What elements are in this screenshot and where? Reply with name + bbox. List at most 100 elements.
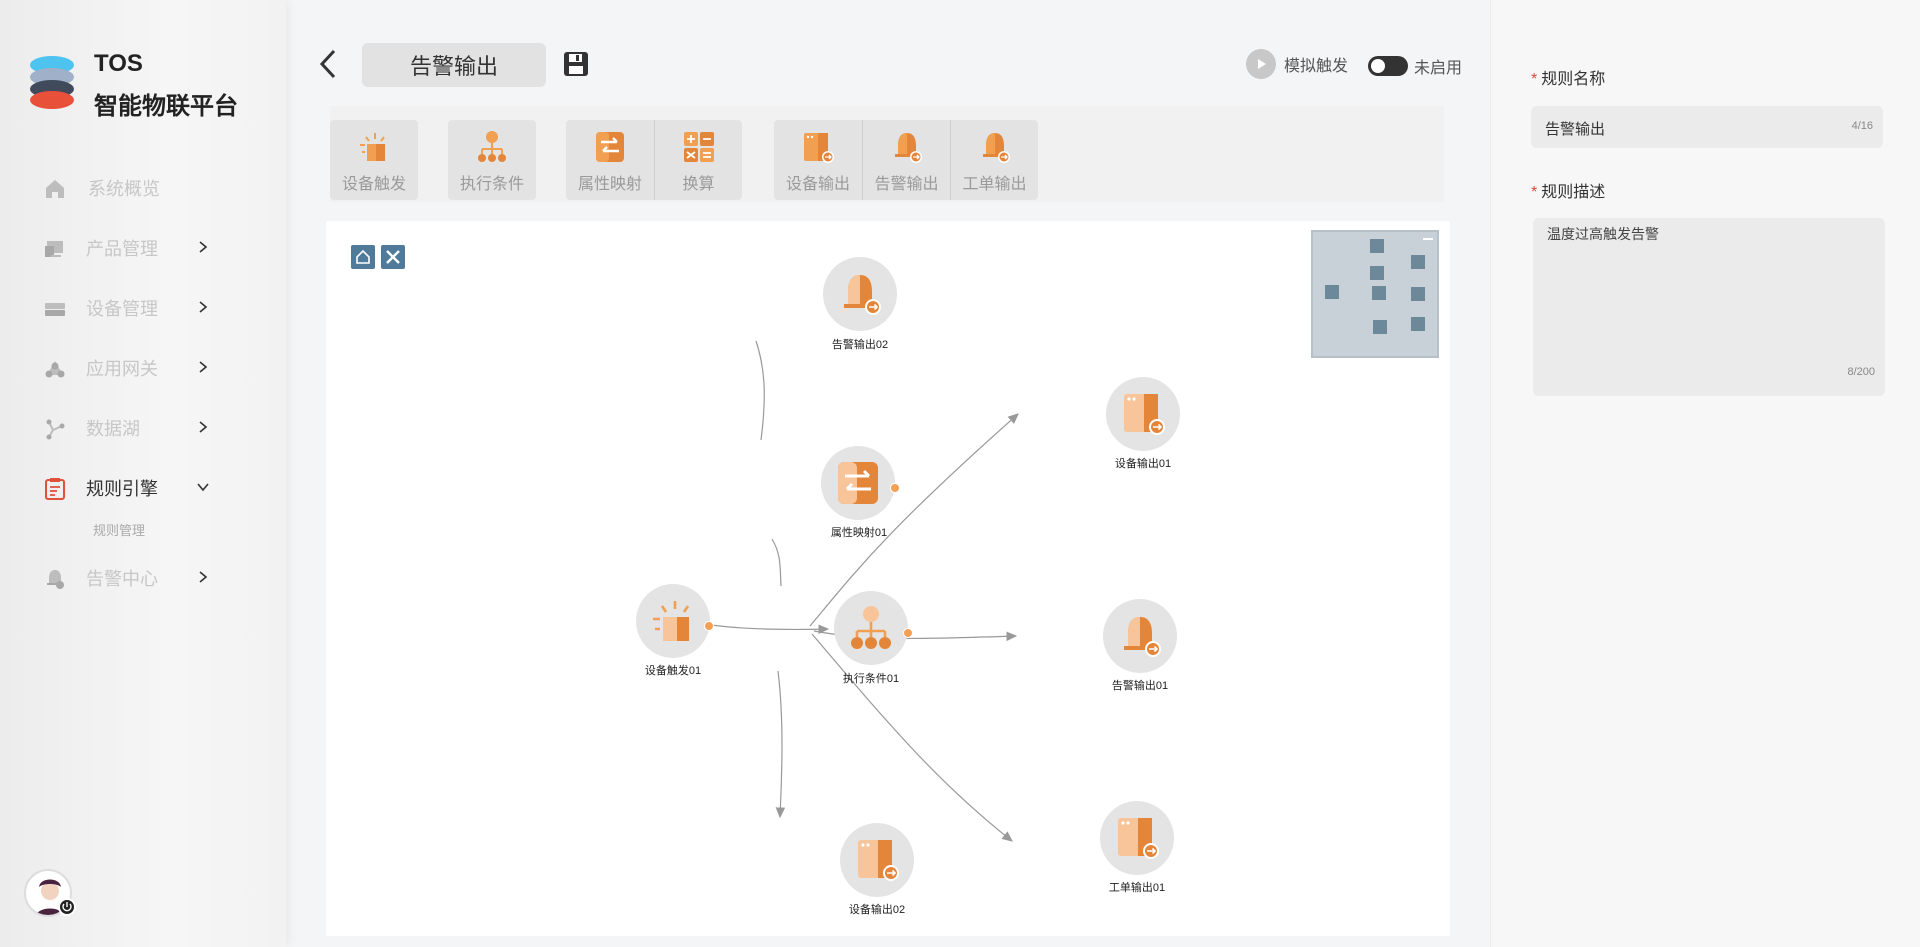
- play-icon: [1246, 49, 1276, 79]
- node-label: 执行条件01: [842, 673, 900, 685]
- sidebar-item-label: 告警中心: [86, 569, 158, 589]
- node-attribute-mapping-01[interactable]: [821, 446, 895, 520]
- minimap-node: [1372, 286, 1386, 300]
- toolbar-device-output-button[interactable]: 设备输出: [774, 120, 862, 200]
- toolbar-label: 换算: [682, 176, 715, 193]
- chevron-right-icon: [199, 361, 208, 373]
- edge-condition-to-devout02: [775, 670, 786, 819]
- node-alarm-output-02[interactable]: [823, 257, 897, 331]
- rule-description-textarea[interactable]: 温度过高触发告警 8/200: [1533, 218, 1885, 396]
- condition-icon: [478, 131, 506, 162]
- device-output-icon: [804, 133, 834, 163]
- sidebar-item-gateway[interactable]: 应用网关: [0, 350, 286, 386]
- rule-description-counter: 8/200: [1847, 366, 1875, 378]
- sidebar-item-label: 产品管理: [86, 239, 158, 259]
- flow-canvas[interactable]: 告警输出02 属性映射01 设备触发01 执行条件01 设备输出01 告警输出0…: [326, 221, 1450, 936]
- minimap-node: [1373, 320, 1387, 334]
- minimap-node: [1370, 266, 1384, 280]
- ticket-output-icon: [1118, 818, 1159, 859]
- node-label: 设备输出02: [848, 904, 906, 916]
- node-label: 告警输出02: [831, 339, 889, 351]
- chevron-right-icon: [199, 421, 208, 433]
- alarm-icon: [47, 570, 64, 589]
- canvas-clear-button[interactable]: [381, 245, 405, 269]
- node-device-output-02[interactable]: [840, 823, 914, 897]
- edge-condition-to-devout01: [809, 413, 1019, 627]
- ticket-output-icon: [982, 133, 1010, 163]
- simulate-trigger-button[interactable]: 模拟触发: [1246, 49, 1348, 79]
- node-output-port[interactable]: [890, 483, 900, 493]
- node-alarm-output-01[interactable]: [1103, 599, 1177, 673]
- minimap-minimize-icon[interactable]: [1423, 238, 1433, 240]
- chevron-right-icon: [199, 571, 208, 583]
- minimap[interactable]: [1311, 230, 1439, 358]
- close-icon: [386, 250, 400, 264]
- attribute-mapping-icon: [838, 462, 878, 504]
- toolbar-label: 属性映射: [577, 176, 642, 193]
- alarm-output-icon: [894, 133, 922, 163]
- toolbar-group-condition: 执行条件: [448, 120, 536, 200]
- toolbar-alarm-output-button[interactable]: 告警输出: [862, 120, 950, 200]
- power-icon[interactable]: [58, 898, 76, 916]
- chevron-right-icon: [199, 241, 208, 253]
- toolbar-group-output: 设备输出 告警输出 工单输出: [774, 120, 1038, 200]
- rule-name-label-wrap: *规则名称: [1531, 65, 1605, 89]
- sidebar-item-overview[interactable]: 系统概览: [0, 170, 286, 206]
- edge-condition-to-ticket01: [811, 633, 1013, 842]
- rule-desc-label-wrap: *规则描述: [1531, 178, 1605, 202]
- sidebar-item-rule-engine[interactable]: 规则引擎: [0, 470, 286, 506]
- node-device-output-01[interactable]: [1106, 377, 1180, 451]
- node-output-port[interactable]: [903, 628, 913, 638]
- sidebar-item-alarm-center[interactable]: 告警中心: [0, 560, 286, 596]
- chevron-down-icon: [197, 483, 209, 492]
- sidebar-subitem-rule-management[interactable]: 规则管理: [93, 523, 146, 538]
- sidebar-item-datalake[interactable]: 数据湖: [0, 410, 286, 446]
- sidebar-item-products[interactable]: 产品管理: [0, 230, 286, 266]
- sidebar: TOS 智能物联平台 系统概览 产品管理 设备管理 应用网关 数据湖 规则引擎 …: [0, 0, 286, 947]
- data-lake-icon: [46, 419, 65, 440]
- rule-name-input[interactable]: 告警输出 4/16: [1531, 106, 1883, 148]
- condition-icon: [851, 606, 891, 649]
- alarm-output-icon: [1124, 617, 1161, 657]
- toolbar-condition-button[interactable]: 执行条件: [448, 120, 536, 200]
- toolbar-conversion-button[interactable]: 换算: [654, 120, 742, 200]
- device-trigger-icon: [653, 601, 690, 641]
- node-ticket-output-01[interactable]: [1100, 801, 1174, 875]
- calculator-icon: [683, 132, 714, 162]
- sidebar-item-label: 规则引擎: [86, 479, 158, 499]
- rule-name-value: 告警输出: [1545, 121, 1606, 138]
- sidebar-item-label: 设备管理: [86, 299, 158, 319]
- enable-toggle-wrap: 未启用: [1368, 54, 1462, 78]
- save-icon[interactable]: [562, 48, 590, 80]
- toolbar-group-transform: 属性映射 换算: [566, 120, 742, 200]
- sidebar-item-label: 应用网关: [86, 359, 158, 379]
- toolbar-ticket-output-button[interactable]: 工单输出: [950, 120, 1038, 200]
- toolbar-label: 告警输出: [874, 176, 939, 193]
- toolbar-device-trigger-button[interactable]: 设备触发: [330, 120, 418, 200]
- user-avatar-icon: [35, 879, 65, 915]
- edge-mapping-to-alarm02: [755, 340, 765, 441]
- alarm-output-icon: [844, 275, 881, 315]
- minimap-node: [1370, 239, 1384, 253]
- toolbar-label: 执行条件: [459, 176, 524, 193]
- node-condition-01[interactable]: [834, 591, 908, 665]
- node-toolbar: 设备触发 执行条件 属性映射 换算 设备输出: [330, 106, 1444, 202]
- canvas-home-button[interactable]: [351, 245, 375, 269]
- node-label: 告警输出01: [1111, 680, 1169, 692]
- sidebar-item-devices[interactable]: 设备管理: [0, 290, 286, 326]
- toolbar-label: 设备输出: [785, 176, 850, 193]
- back-arrow-icon[interactable]: [316, 48, 342, 80]
- required-asterisk: *: [1531, 71, 1538, 88]
- node-output-port[interactable]: [704, 621, 714, 631]
- gateway-icon: [45, 361, 65, 378]
- rule-title: 告警输出: [362, 43, 546, 87]
- enable-toggle[interactable]: [1368, 56, 1408, 76]
- toolbar-attribute-mapping-button[interactable]: 属性映射: [566, 120, 654, 200]
- toolbar-label: 工单输出: [962, 176, 1027, 193]
- minimap-node: [1411, 317, 1425, 331]
- toolbar-group-trigger: 设备触发: [330, 120, 418, 200]
- node-device-trigger-01[interactable]: [636, 584, 710, 658]
- product-icon: [45, 241, 63, 257]
- brand-title: TOS: [94, 50, 143, 77]
- main-area: 告警输出 模拟触发 未启用 设备触发 执行条件 属性映射: [286, 0, 1490, 947]
